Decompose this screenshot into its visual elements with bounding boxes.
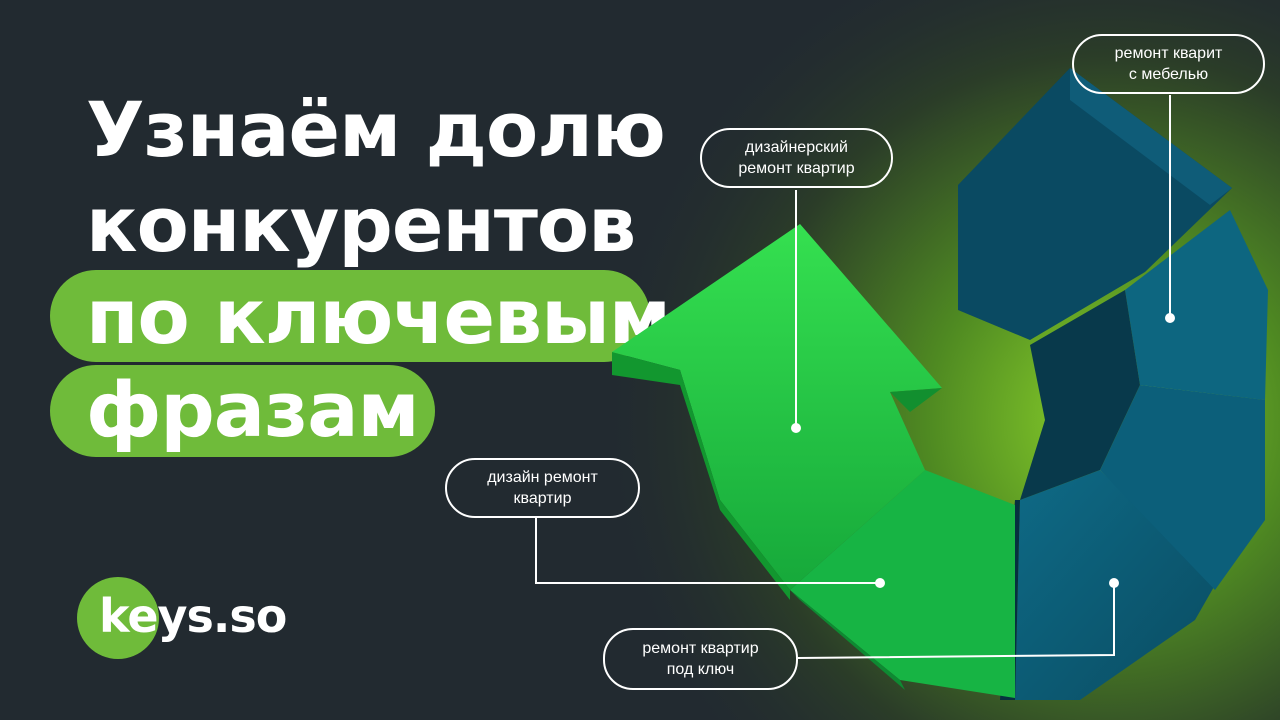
label-renovation-with-furniture: ремонт кварит с мебелью [1072,34,1265,94]
segment-inner-core [1020,290,1140,500]
headline-line2: конкурентов [86,180,636,269]
arrow-dark-head [958,68,1232,340]
arrow-green-tip-edge [890,388,942,412]
arrow-green-body [612,224,942,590]
dot-design [875,578,885,588]
headline-line3: по ключевым [86,272,671,361]
headline-line1: Узнаём долю [86,85,666,174]
brand-logo-circle [77,577,159,659]
segment-right-middle [1100,385,1265,590]
arrow-dark-face [1070,68,1232,205]
arrow-green-side [612,352,790,600]
label-turnkey-renovation: ремонт квартир под ключ [603,628,798,690]
segment-right-upper [1125,210,1268,400]
brand-logo: keys.so [77,577,337,659]
label-designer-renovation: дизайнерский ремонт квартир [700,128,893,188]
headline-highlight-line4 [50,365,435,457]
label-design-renovation: дизайн ремонт квартир [445,458,640,518]
dot-designer [791,423,801,433]
brand-name: keys.so [99,589,287,643]
segment-bottom-green-edge [790,590,905,690]
headline-highlight-line3 [50,270,650,362]
segment-bottom-green [790,470,1015,698]
dot-turnkey [1109,578,1119,588]
dot-furniture [1165,313,1175,323]
headline-line4: фразам [86,365,420,454]
